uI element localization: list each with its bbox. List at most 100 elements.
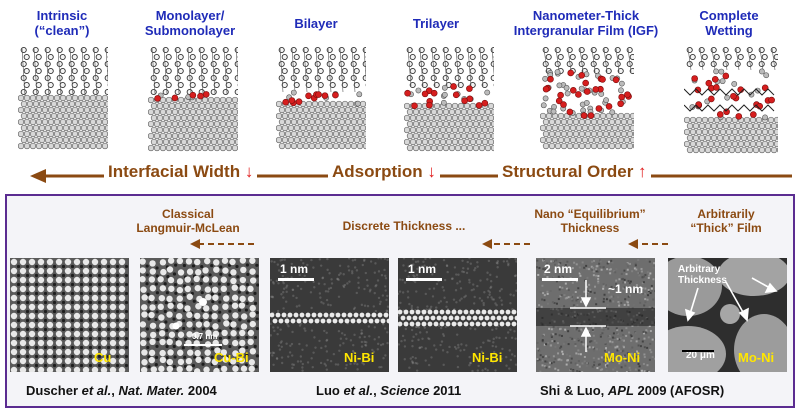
atom xyxy=(478,60,485,68)
trend-label: Interfacial Width xyxy=(108,162,241,181)
atom xyxy=(617,53,624,61)
trend-adsorption: Adsorption ↓ xyxy=(328,162,440,182)
note-line2: Thickness xyxy=(678,275,727,286)
atom xyxy=(153,67,160,75)
atom xyxy=(177,53,184,61)
atom xyxy=(406,60,413,68)
atom xyxy=(457,53,464,61)
atom xyxy=(433,67,440,75)
atom xyxy=(454,74,461,82)
atom xyxy=(418,74,425,82)
atom xyxy=(150,88,157,96)
atom xyxy=(20,60,27,68)
atom xyxy=(201,67,208,75)
atom xyxy=(32,60,39,68)
citation-shi-luo: Shi & Luo, APL 2009 (AFOSR) xyxy=(540,383,724,398)
atom xyxy=(433,53,440,61)
atom xyxy=(162,88,169,96)
atom xyxy=(213,67,220,75)
atom xyxy=(174,60,181,68)
atom xyxy=(225,67,232,75)
atom xyxy=(430,74,437,82)
atom xyxy=(457,67,464,75)
schematic-trilayer xyxy=(404,46,494,152)
atom xyxy=(80,60,87,68)
citation-journal: Science xyxy=(380,383,430,398)
citation-sep: , xyxy=(373,383,381,398)
schematic-bilayer xyxy=(276,46,366,150)
atom xyxy=(278,60,285,68)
category-classical: Classical Langmuir-McLean xyxy=(128,207,248,235)
atom xyxy=(430,60,437,68)
atom xyxy=(189,67,196,75)
atom xyxy=(418,60,425,68)
phase-title-wetting: Complete Wetting xyxy=(684,8,774,38)
atom xyxy=(605,67,612,75)
atom xyxy=(165,67,172,75)
atom xyxy=(457,81,464,89)
atom xyxy=(83,81,90,89)
atom xyxy=(629,53,634,61)
atom xyxy=(281,67,288,75)
schematic-monolayer xyxy=(148,46,238,152)
atom xyxy=(150,60,157,68)
atom xyxy=(59,67,66,75)
atom xyxy=(23,53,30,61)
atom xyxy=(80,88,87,96)
scale-bar-label: 20 μm xyxy=(686,350,715,361)
atom xyxy=(329,67,336,75)
atom xyxy=(689,53,696,61)
atom xyxy=(153,81,160,89)
citation-journal: APL xyxy=(607,383,634,398)
micrograph-ni-bi-2: 1 nm Ni-Bi xyxy=(398,258,517,372)
atom xyxy=(290,60,297,68)
phase-title-line1: Monolayer/ xyxy=(155,8,225,23)
atom xyxy=(35,53,42,61)
atom xyxy=(68,60,75,68)
up-arrow-icon: ↑ xyxy=(638,162,647,181)
atom xyxy=(329,53,336,61)
atom xyxy=(59,81,66,89)
scale-bar-label: 2 nm xyxy=(544,262,573,276)
atom xyxy=(409,81,416,89)
atom xyxy=(605,53,612,61)
atom xyxy=(95,53,102,61)
dashed-arrows xyxy=(190,239,668,249)
citation-author: Duscher xyxy=(26,383,82,398)
category-line1: Nano “Equilibrium” xyxy=(534,207,646,221)
lattice-image xyxy=(10,258,129,372)
thickness-arrows xyxy=(684,277,778,322)
atom xyxy=(305,53,312,61)
phase-title-line1: Nanometer-Thick xyxy=(532,8,640,23)
atom xyxy=(95,67,102,75)
atom xyxy=(317,81,324,89)
atom xyxy=(341,53,348,61)
atom xyxy=(749,53,756,61)
citation-duscher: Duscher et al., Nat. Mater. 2004 xyxy=(26,383,217,398)
citation-year: 2009 (AFOSR) xyxy=(633,383,725,398)
phase-title-line1: Intrinsic xyxy=(36,8,88,23)
atom xyxy=(213,53,220,61)
atom xyxy=(68,88,75,96)
atom xyxy=(317,67,324,75)
grain-boundary-image xyxy=(270,258,389,372)
atom xyxy=(557,53,564,61)
atom xyxy=(210,60,217,68)
atom xyxy=(47,67,54,75)
atom xyxy=(353,53,360,61)
phase-title-intrinsic: Intrinsic (“clean”) xyxy=(16,8,108,38)
atom xyxy=(47,53,54,61)
atom xyxy=(466,74,473,82)
atom xyxy=(713,53,720,61)
category-line1: Discrete Thickness ... xyxy=(342,219,466,233)
atom xyxy=(545,53,552,61)
atom xyxy=(421,53,428,61)
citation-author: Shi & Luo, xyxy=(540,383,608,398)
atom xyxy=(104,60,108,68)
atom xyxy=(281,81,288,89)
atom xyxy=(83,53,90,61)
micrograph-mo-ni-2: Arbitrary Thickness 20 μm Mo-Ni xyxy=(668,258,787,372)
phase-title-trilayer: Trilayer xyxy=(396,16,476,31)
atom xyxy=(302,60,309,68)
atom xyxy=(293,67,300,75)
